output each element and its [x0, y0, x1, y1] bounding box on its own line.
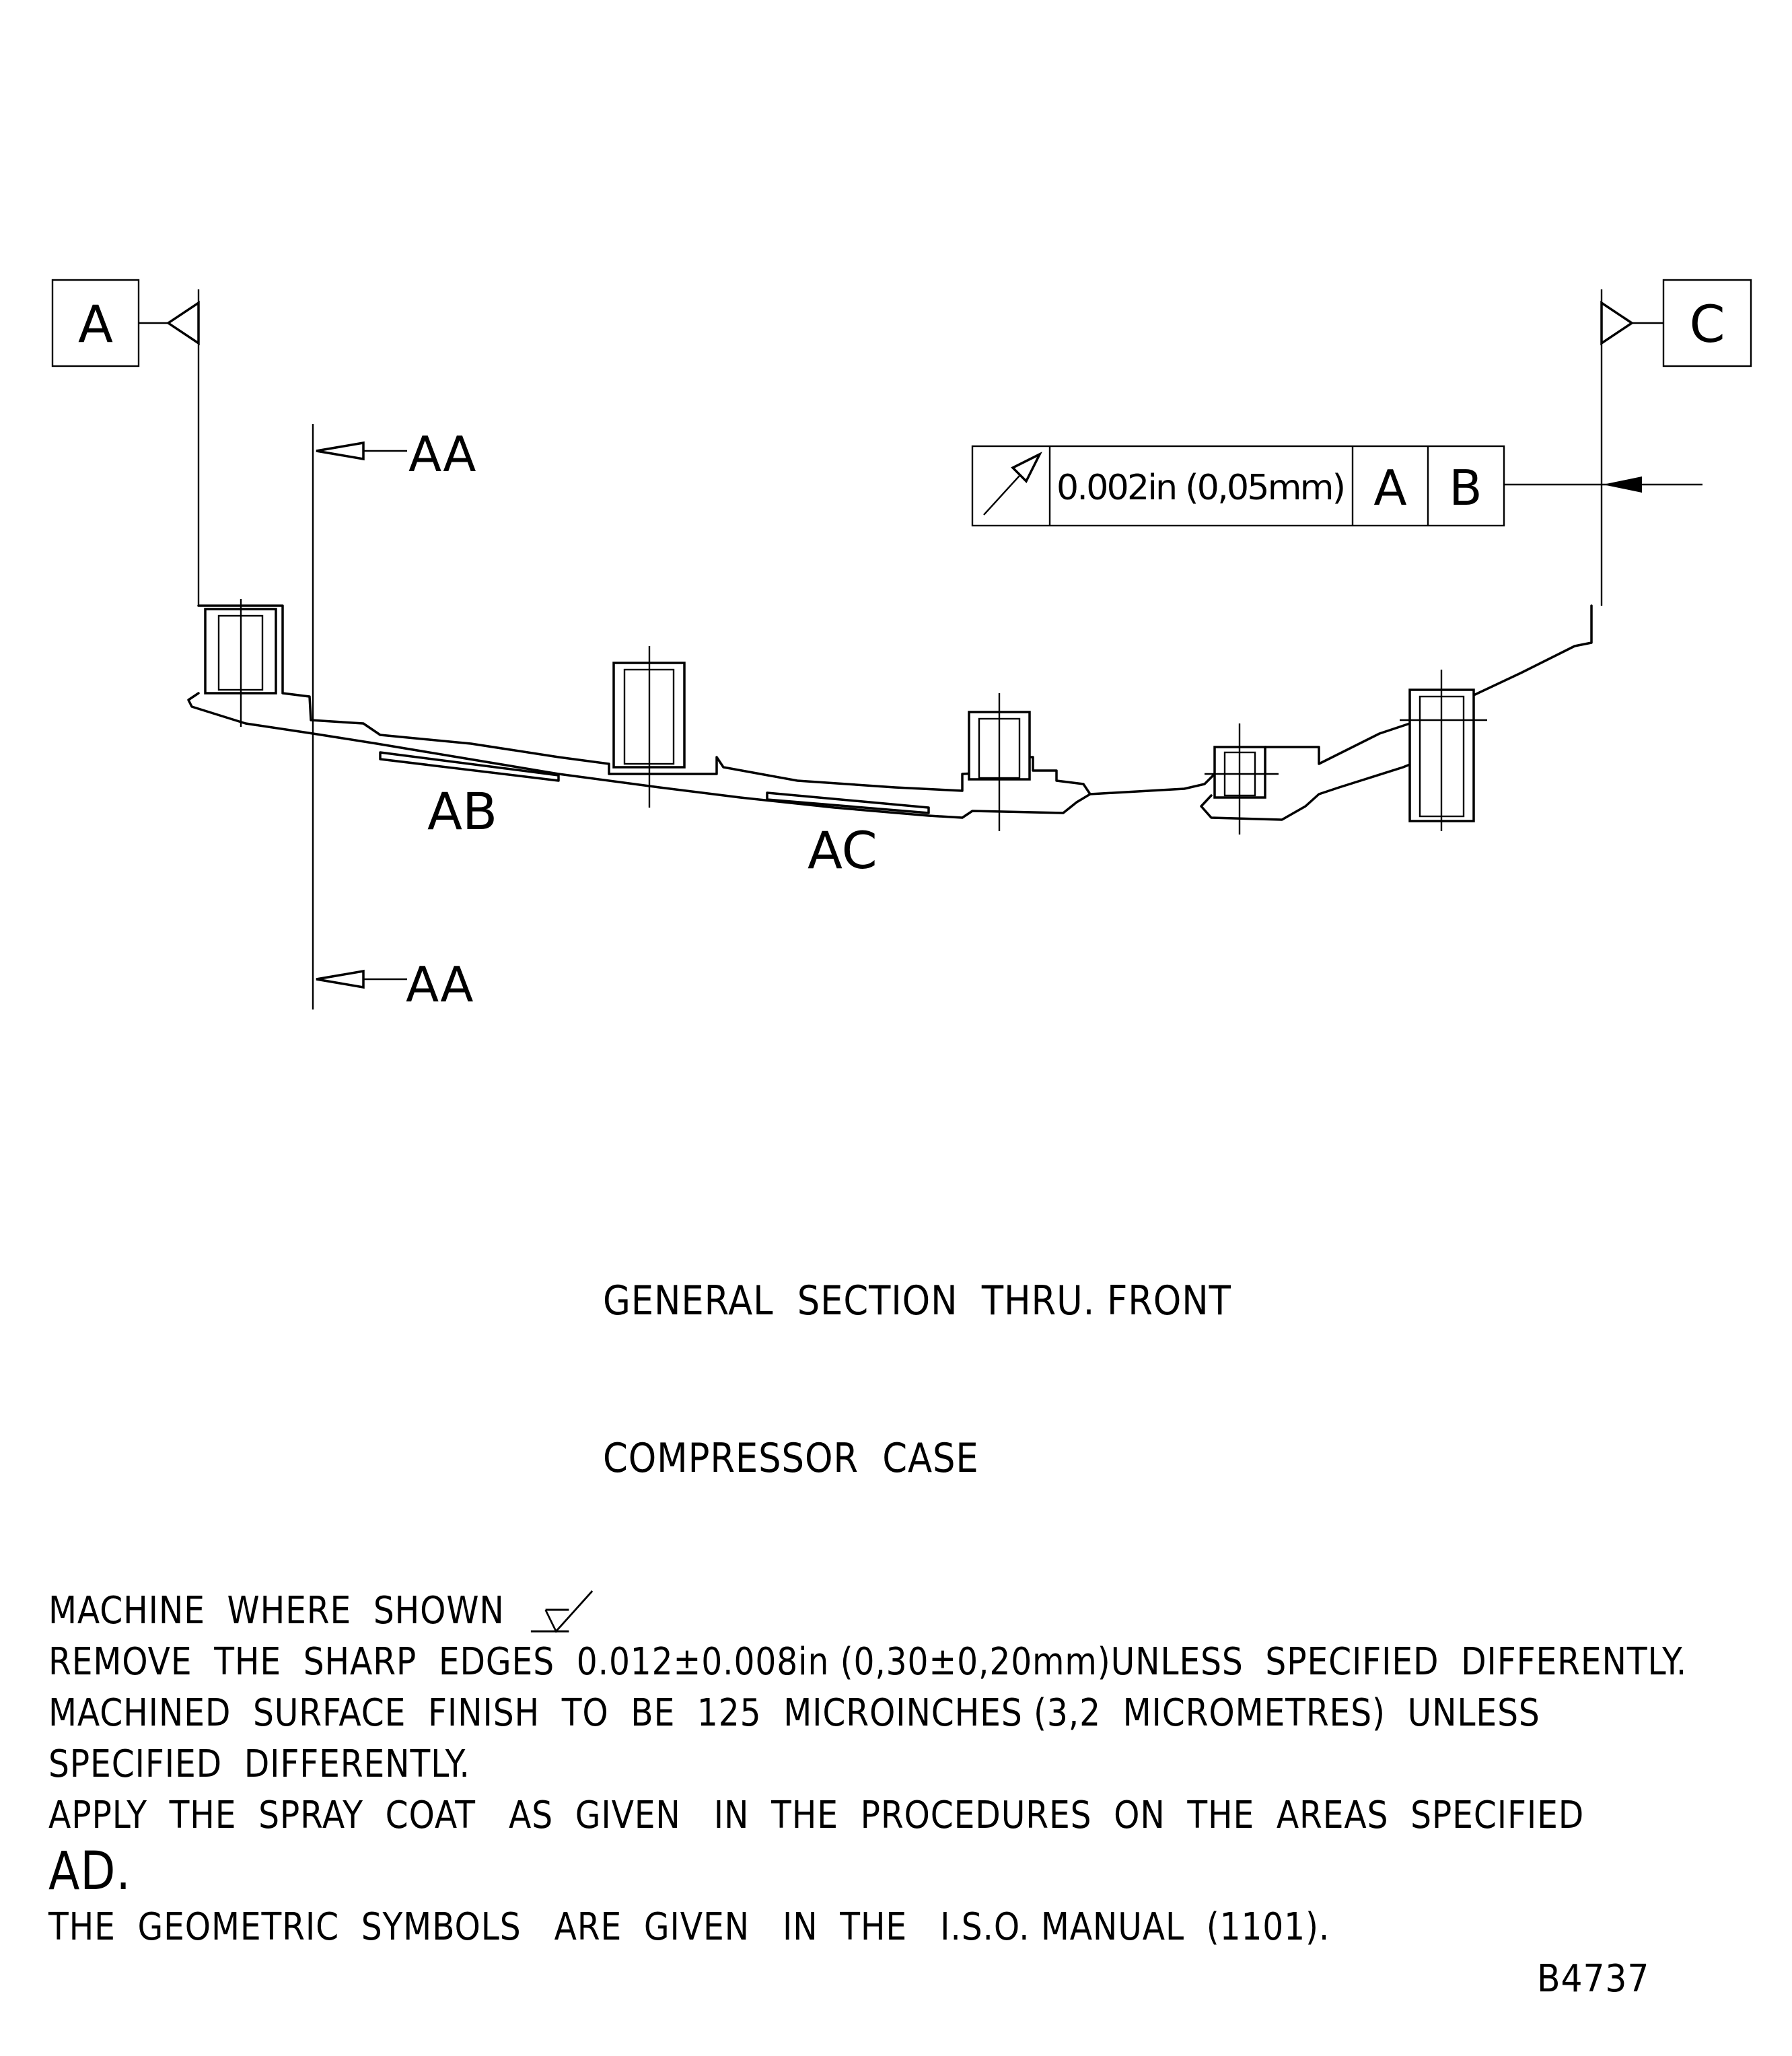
feature-control-frame: 0.002in (0,05mm) A B: [971, 445, 1703, 527]
note-line-4: SPECIFIED DIFFERENTLY.: [48, 1742, 470, 1786]
runout-arrow-icon: [983, 452, 1042, 516]
leader-arrow-icon: [1603, 476, 1642, 493]
section-drawing: A C AA AA 0.002in (0,05mm) A B: [51, 279, 1752, 1013]
section-line-aa: AA AA: [312, 424, 476, 1013]
note-line-1: MACHINE WHERE SHOWN: [48, 1586, 1571, 1637]
note-line-3: MACHINED SURFACE FINISH TO BE 125 MICROI…: [48, 1691, 1540, 1735]
datum-a-feature: A: [51, 279, 200, 606]
note-line-7: THE GEOMETRIC SYMBOLS ARE GIVEN IN THE I…: [48, 1905, 1330, 1949]
compressor-case-section: [187, 599, 1593, 835]
section-label-bottom: AA: [406, 956, 474, 1013]
note-line-2: REMOVE THE SHARP EDGES 0.012±0.008in (0,…: [48, 1640, 1688, 1684]
notes-block: MACHINE WHERE SHOWN REMOVE THE SHARP EDG…: [48, 1586, 1792, 1953]
area-label-ab: AB: [427, 781, 497, 841]
drawing-caption: GENERAL SECTION THRU. FRONT COMPRESSOR C…: [603, 1170, 1231, 1537]
tolerance-datum-b: B: [1449, 460, 1482, 516]
section-label-top: AA: [408, 426, 476, 483]
note-line-1-text: MACHINE WHERE SHOWN: [48, 1589, 505, 1633]
caption-line-1: GENERAL SECTION THRU. FRONT: [603, 1277, 1231, 1324]
reference-code: B4737: [1537, 1957, 1650, 2001]
datum-a-label: A: [78, 294, 113, 354]
datum-c-feature: C: [1600, 279, 1752, 606]
tolerance-value: 0.002in (0,05mm): [1056, 468, 1346, 508]
machining-symbol-icon: [530, 1590, 594, 1633]
tolerance-datum-a: A: [1373, 460, 1406, 516]
section-arrow-icon: [316, 441, 365, 461]
note-line-5: APPLY THE SPRAY COAT AS GIVEN IN THE PRO…: [48, 1794, 1585, 1837]
datum-triangle-icon: [166, 300, 200, 346]
datum-triangle-icon: [1600, 300, 1635, 346]
area-label-ac: AC: [808, 820, 877, 880]
note-line-6: AD.: [48, 1841, 131, 1902]
datum-c-label: C: [1689, 294, 1725, 354]
caption-line-2: COMPRESSOR CASE: [603, 1435, 979, 1482]
section-arrow-icon: [316, 969, 365, 989]
